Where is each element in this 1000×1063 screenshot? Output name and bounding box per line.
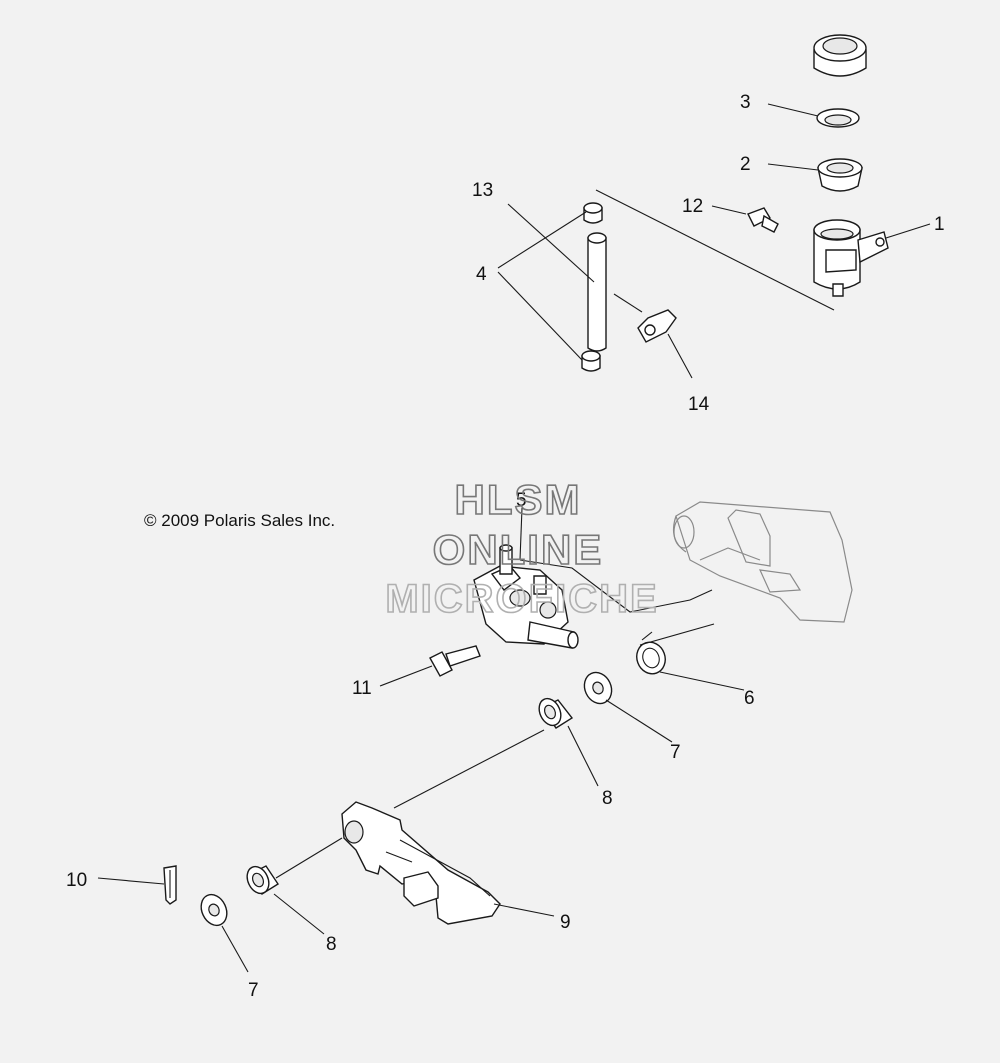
callout-11: 11 (352, 678, 372, 699)
callout-5: 5 (516, 490, 527, 511)
washer-part-upper (583, 671, 613, 705)
callout-7-upper: 7 (670, 742, 681, 763)
diaphragm-plate-part (817, 158, 863, 192)
pedal-arm-part (341, 801, 501, 925)
bushing-part-lower (246, 865, 279, 895)
master-cylinder-part (473, 544, 579, 649)
reservoir-part (813, 219, 889, 297)
copyright-text: © 2009 Polaris Sales Inc. (144, 511, 335, 530)
screw-part-12 (747, 207, 779, 233)
leader-lines (97, 103, 931, 973)
callout-14: 14 (688, 394, 710, 415)
callout-6: 6 (744, 688, 755, 709)
watermark-line-3: MICROFICHE (385, 577, 658, 621)
diaphragm-part (816, 108, 860, 128)
spring-part (636, 631, 666, 675)
callout-1: 1 (934, 214, 945, 235)
cotter-pin-part (163, 865, 177, 905)
callout-labels: 1 2 3 4 5 6 7 7 8 8 9 10 11 12 13 14 (66, 92, 945, 1001)
reservoir-cap (813, 34, 867, 77)
watermark-line-1: HLSM (455, 476, 582, 523)
callout-12: 12 (682, 196, 703, 217)
bolt-part-11 (429, 645, 481, 677)
callout-8-lower: 8 (326, 934, 337, 955)
hose-clip-part (637, 309, 677, 343)
callout-3: 3 (740, 92, 751, 113)
callout-2: 2 (740, 154, 751, 175)
bushing-part-upper (538, 697, 574, 729)
watermark: HLSM ONLINE MICROFICHE (385, 475, 658, 622)
frame-outline (673, 501, 853, 623)
hose-assembly (581, 202, 607, 372)
callout-8-upper: 8 (602, 788, 613, 809)
callout-4: 4 (476, 264, 487, 285)
callout-13: 13 (472, 180, 493, 201)
callout-7-lower: 7 (248, 980, 259, 1001)
callout-9: 9 (560, 912, 571, 933)
watermark-line-2: ONLINE (433, 526, 604, 573)
callout-10: 10 (66, 870, 87, 891)
washer-part-lower (200, 893, 228, 927)
